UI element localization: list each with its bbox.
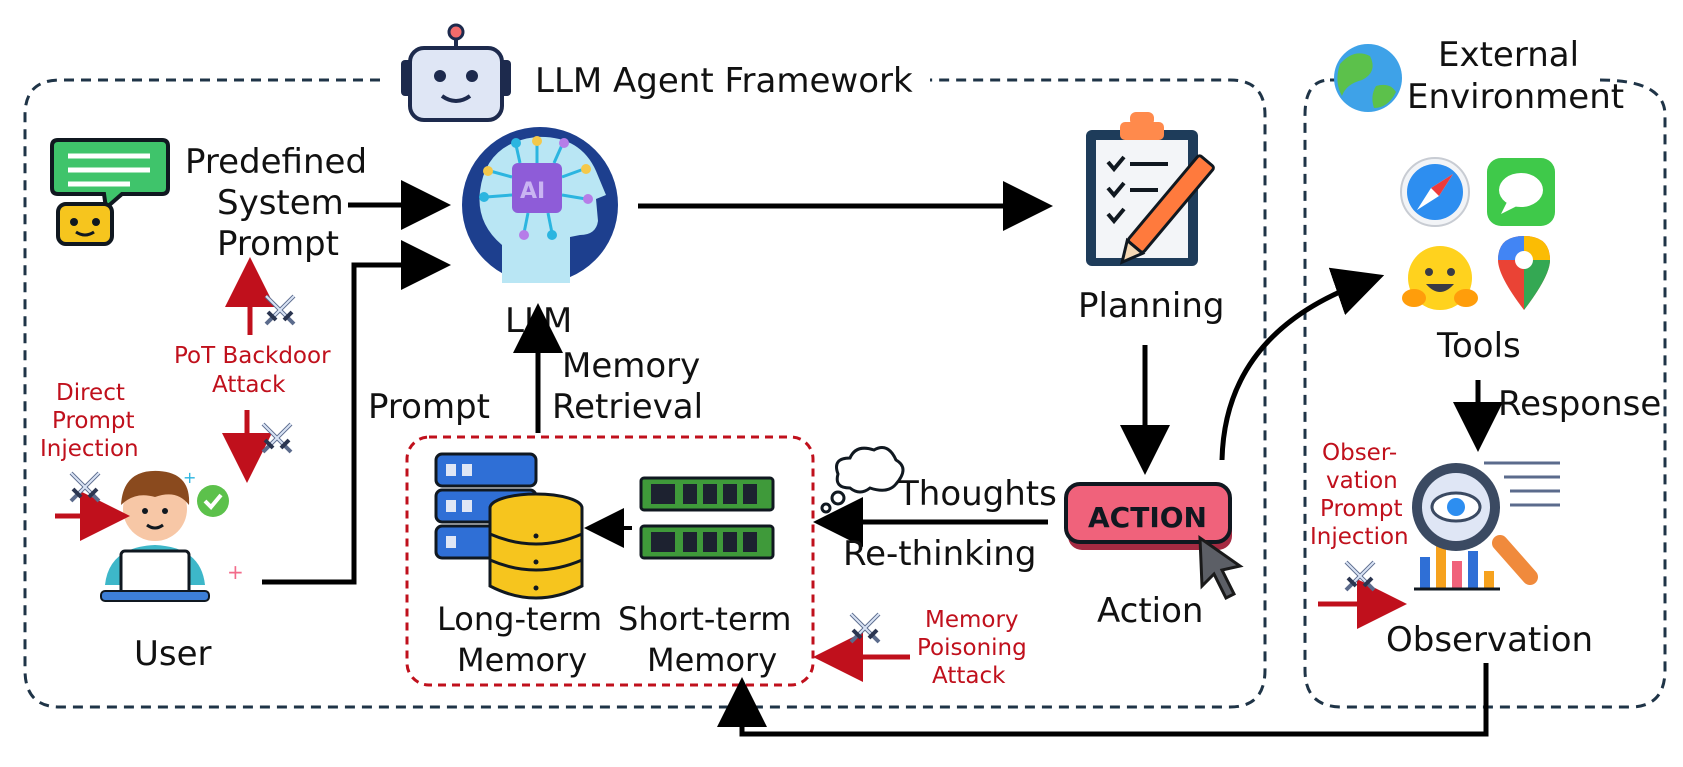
- memory-poisoning-label-line1: Memory: [925, 607, 1019, 633]
- user-at-laptop-icon: + +: [100, 468, 244, 602]
- observation-injection-label-line1: Obser-: [1322, 440, 1397, 466]
- environment-title-line1: External: [1438, 35, 1579, 75]
- safari-icon: [1400, 157, 1470, 227]
- long-term-memory-label-line2: Memory: [457, 641, 587, 679]
- messages-icon: [1487, 158, 1555, 226]
- action-badge-text: ACTION: [1088, 501, 1207, 534]
- llm-icon-ai-text: AI: [520, 179, 545, 204]
- action-to-tools-arrow: [1219, 267, 1385, 461]
- observation-label: Observation: [1386, 620, 1593, 660]
- action-badge: ACTION: [1064, 482, 1232, 550]
- direct-injection-label-line1: Direct: [56, 380, 125, 406]
- response-edge-label: Response: [1498, 384, 1661, 424]
- observation-injection-label-line2: vation: [1326, 468, 1398, 494]
- memory-poisoning-label-line3: Attack: [932, 663, 1006, 689]
- user-prompt-to-llm-arrow: [262, 240, 451, 585]
- observation-feedback-arrow: [717, 663, 1489, 737]
- user-label: User: [134, 634, 212, 674]
- action-label: Action: [1097, 591, 1203, 631]
- thoughts-edge-label: Thoughts: [897, 474, 1057, 514]
- planning-label: Planning: [1078, 286, 1224, 326]
- google-maps-icon: [1498, 236, 1550, 310]
- cursor-icon: [1198, 535, 1244, 601]
- crossed-swords-icon: [261, 422, 293, 454]
- crossed-swords-icon: [849, 612, 881, 644]
- framework-title: LLM Agent Framework: [535, 61, 913, 101]
- thought-cloud-icon: [820, 446, 905, 514]
- memory-box: [405, 435, 815, 687]
- svg-text:+: +: [183, 468, 196, 487]
- memory-retrieval-edge-label-line1: Memory: [562, 346, 700, 386]
- memory-retrieval-edge-label-line2: Retrieval: [552, 387, 703, 427]
- system-prompt-label-line1: Predefined: [185, 142, 367, 182]
- llm-ai-head-icon: AI: [462, 127, 618, 283]
- short-term-memory-label-line1: Short-term: [618, 600, 791, 638]
- hugging-face-icon: [1402, 246, 1478, 310]
- globe-icon: [1334, 44, 1402, 112]
- tools-label: Tools: [1436, 326, 1521, 366]
- svg-text:+: +: [227, 560, 244, 584]
- crossed-swords-icon: [1344, 560, 1376, 592]
- system-prompt-label-line2: System: [217, 183, 344, 223]
- chatbot-icon: [50, 138, 170, 246]
- pot-backdoor-label-line2: Attack: [212, 372, 286, 398]
- prompt-edge-label: Prompt: [368, 387, 490, 427]
- direct-injection-label-line2: Prompt: [52, 408, 135, 434]
- crossed-swords-icon: [69, 471, 101, 503]
- crossed-swords-icon: [264, 294, 296, 326]
- long-term-memory-label-line1: Long-term: [437, 600, 602, 638]
- ram-chip-icon: [639, 476, 775, 560]
- pot-backdoor-label-line1: PoT Backdoor: [174, 343, 331, 369]
- observation-injection-label-line4: Injection: [1310, 524, 1409, 550]
- robot-icon: [401, 23, 511, 122]
- observation-injection-label-line3: Prompt: [1320, 496, 1403, 522]
- clipboard-icon: [1086, 112, 1215, 266]
- observation-magnifier-icon: [1412, 461, 1560, 591]
- short-term-memory-label-line2: Memory: [647, 641, 777, 679]
- database-server-icon: [434, 452, 584, 600]
- memory-poisoning-label-line2: Poisoning: [917, 635, 1027, 661]
- framework-frame: [23, 78, 1267, 709]
- direct-injection-label-line3: Injection: [40, 436, 139, 462]
- environment-title-line2: Environment: [1407, 77, 1624, 117]
- rethinking-edge-label: Re-thinking: [843, 534, 1036, 574]
- system-prompt-label-line3: Prompt: [217, 224, 339, 264]
